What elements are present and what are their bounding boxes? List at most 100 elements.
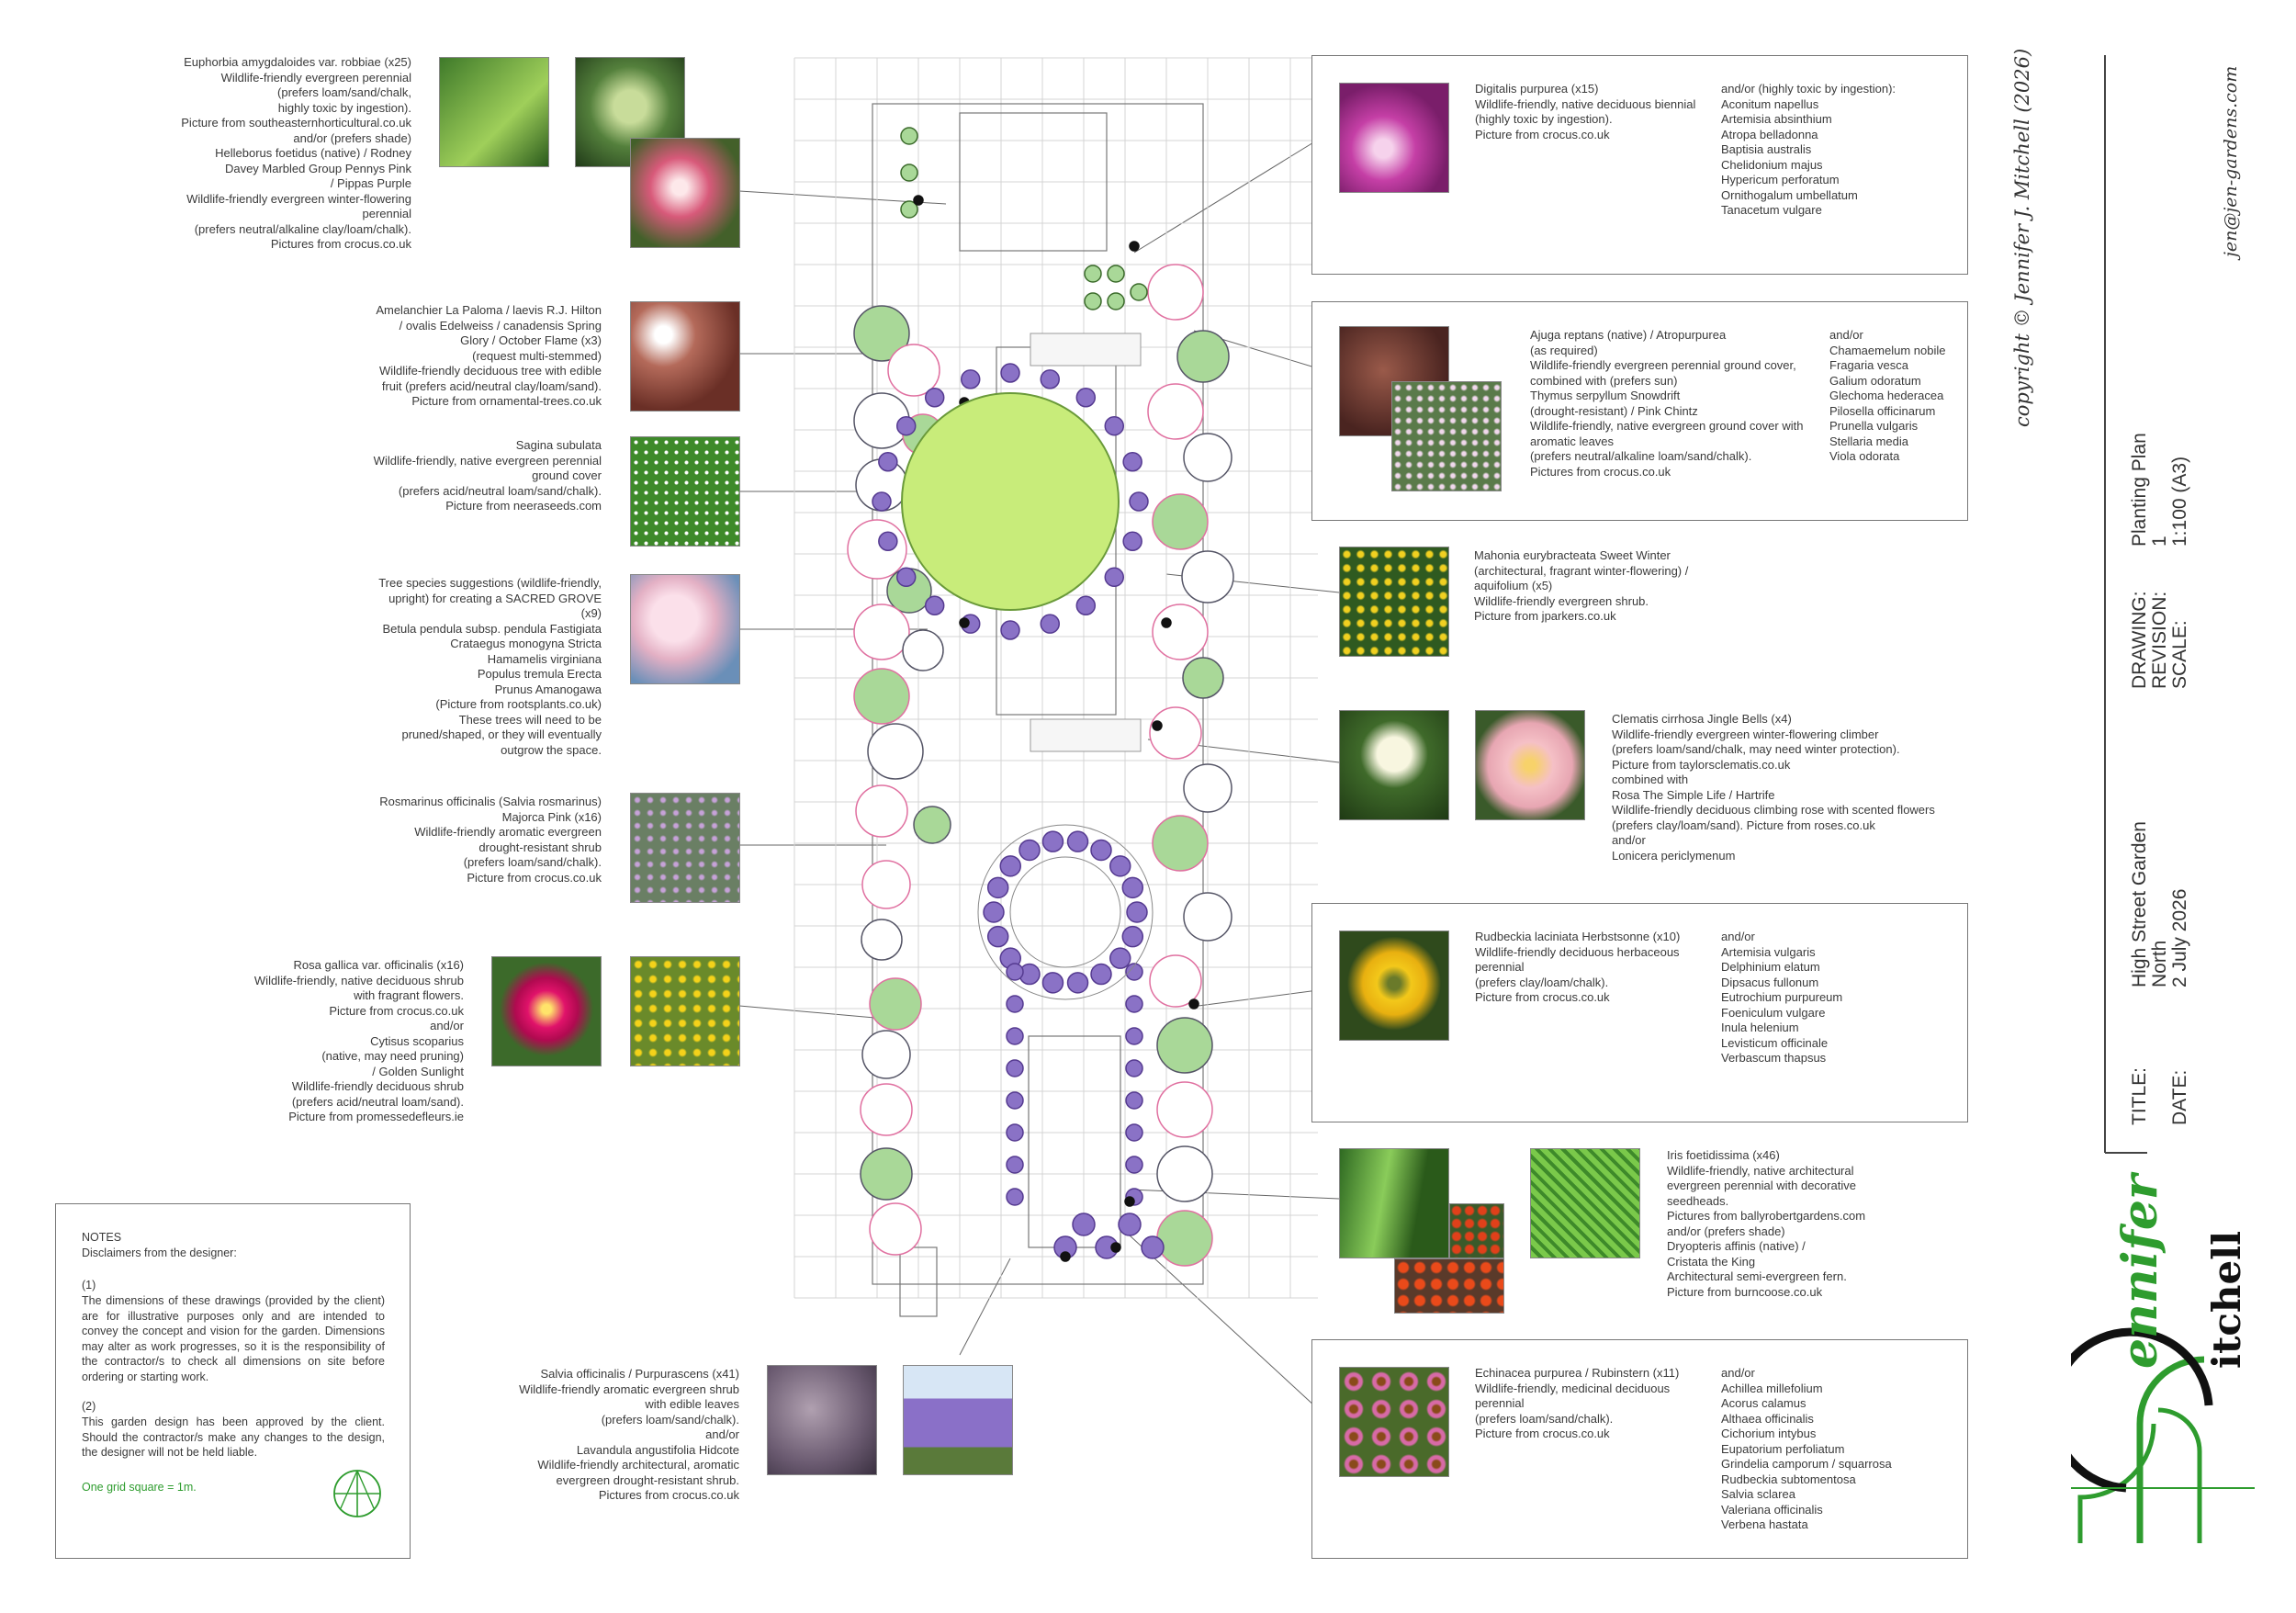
annotation-amelanchier: Amelanchier La Paloma / laevis R.J. Hilt… [376, 303, 602, 408]
plan-salvia-ring [1121, 925, 1144, 948]
plan-salvia-path [1125, 995, 1143, 1013]
plan-groundcover [900, 200, 918, 219]
plan-feature-point [1188, 998, 1199, 1010]
notes-item2: This garden design has been approved by … [82, 1416, 385, 1459]
copyright-notice: copyright © Jennifer J. Mitchell (2026) [2011, 48, 2033, 427]
plan-salvia-bottom [1141, 1235, 1165, 1259]
plan-shrub-left [853, 603, 910, 660]
plan-shrub-left [861, 860, 911, 909]
annotation-digitalis-alternatives: and/or (highly toxic by ingestion): Acon… [1721, 82, 1896, 217]
plan-salvia-path [1006, 1123, 1024, 1142]
plan-salvia-path [1006, 995, 1024, 1013]
north-compass-icon [333, 1470, 381, 1517]
annotation-mahonia: Mahonia eurybracteata Sweet Winter (arch… [1474, 548, 1689, 623]
revision-label: REVISION: [2149, 591, 2170, 689]
plan-salvia [1040, 614, 1061, 634]
plan-shrub-left [853, 668, 910, 725]
plan-feature-point [1060, 1251, 1071, 1262]
date-label: DATE: [2169, 1069, 2190, 1125]
photo-rosmarinus [630, 793, 740, 903]
plan-shrub-left [867, 723, 924, 780]
plan-groundcover [900, 127, 918, 145]
annotation-ajuga-alternatives: and/or Chamaemelum nobile Fragaria vesca… [1829, 328, 1946, 463]
plan-groundcover [1107, 292, 1125, 310]
photo-sagina [630, 436, 740, 547]
plan-salvia [1040, 369, 1061, 389]
plan-salvia [872, 491, 892, 512]
plan-salvia-ring [1066, 972, 1089, 994]
photo-clematis [1339, 710, 1449, 820]
plan-salvia [960, 369, 981, 389]
plan-shrub-left [861, 1030, 911, 1079]
plan-feature-point [1129, 241, 1140, 252]
plan-salvia [895, 567, 917, 588]
plan-salvia [1122, 531, 1142, 552]
plan-salvia-path [1125, 963, 1143, 981]
plan-salvia-path [1125, 1156, 1143, 1174]
circular-bed [977, 824, 1154, 1000]
plan-shrub-right [1147, 383, 1204, 440]
plan-shrub-left [869, 1202, 922, 1256]
plan-salvia-path [1006, 1027, 1024, 1045]
photo-digitalis [1339, 83, 1449, 193]
annotation-digitalis: Digitalis purpurea (x15) Wildlife-friend… [1475, 82, 1696, 141]
plan-groundcover [1084, 292, 1102, 310]
plan-salvia-path [1006, 1091, 1024, 1110]
plan-shrub-left [860, 1083, 913, 1136]
path-bands [1030, 333, 1142, 752]
plan-salvia-ring [1090, 839, 1112, 862]
plan-feature-point [959, 617, 970, 628]
plan-groundcover [1130, 283, 1148, 301]
garden-plan [793, 57, 1318, 1317]
annotation-rosa-gallica: Rosa gallica var. officinalis (x16) Wild… [253, 958, 464, 1123]
plan-salvia-ring [1041, 830, 1064, 852]
plan-shrub-right [1152, 493, 1209, 550]
plan-shrub-left [887, 344, 940, 397]
logo-word-mitchell: itchell [2204, 1230, 2249, 1369]
photo-salvia [767, 1365, 877, 1475]
plan-salvia-ring [999, 855, 1021, 877]
plan-shrub-right [1183, 433, 1232, 482]
plan-shrub-right [1176, 330, 1230, 383]
photo-echinacea [1339, 1367, 1449, 1477]
photo-dryopteris [1530, 1148, 1640, 1258]
plan-salvia-bottom [1118, 1213, 1142, 1236]
plan-shrub-right [1149, 706, 1202, 760]
plan-salvia-path [1125, 1059, 1143, 1077]
plan-salvia [1000, 620, 1020, 640]
plan-feature-point [913, 195, 924, 206]
plan-shrub-right [1156, 1017, 1213, 1074]
plan-salvia-path [1006, 963, 1024, 981]
scale-value: 1:100 (A3) [2169, 456, 2190, 547]
plan-feature-point [1110, 1242, 1121, 1253]
annotation-euphorbia: Euphorbia amygdaloides var. robbiae (x25… [181, 55, 411, 251]
scale-label: SCALE: [2169, 620, 2190, 689]
plan-shrub-right [1182, 657, 1224, 699]
plan-shrub-right [1147, 264, 1204, 321]
title-line2: North [2149, 940, 2170, 987]
plan-salvia-path [1125, 1027, 1143, 1045]
plan-salvia-path [1006, 1156, 1024, 1174]
plan-salvia-ring [1121, 876, 1144, 899]
plan-salvia [1104, 567, 1125, 588]
annotation-salvia: Salvia officinalis / Purpurascens (x41) … [519, 1367, 739, 1502]
annotation-rudbeckia: Rudbeckia laciniata Herbstsonne (x10) Wi… [1475, 930, 1681, 1004]
plan-salvia-ring [1109, 855, 1131, 877]
plan-salvia [924, 387, 945, 408]
date-value: 2 July 2026 [2169, 888, 2190, 987]
title-block-lines [2104, 55, 2147, 1154]
notes-item1: The dimensions of these drawings (provid… [82, 1294, 385, 1383]
plan-salvia [878, 531, 898, 552]
plan-salvia-ring [1041, 972, 1064, 994]
website-email: jen@jen-gardens.com [2221, 65, 2241, 257]
plan-salvia [1104, 415, 1125, 436]
notes-item2-number: (2) [82, 1400, 96, 1413]
photo-iris-berries [1449, 1203, 1504, 1258]
photo-amelanchier [630, 301, 740, 412]
plan-salvia-ring [1126, 901, 1148, 923]
photo-rosa-gallica [491, 956, 602, 1066]
plan-salvia-bottom [1072, 1213, 1096, 1236]
plan-shrub-left [860, 1147, 913, 1201]
notes-item1-number: (1) [82, 1279, 96, 1292]
annotation-iris: Iris foetidissima (x46) Wildlife-friendl… [1667, 1148, 1866, 1299]
